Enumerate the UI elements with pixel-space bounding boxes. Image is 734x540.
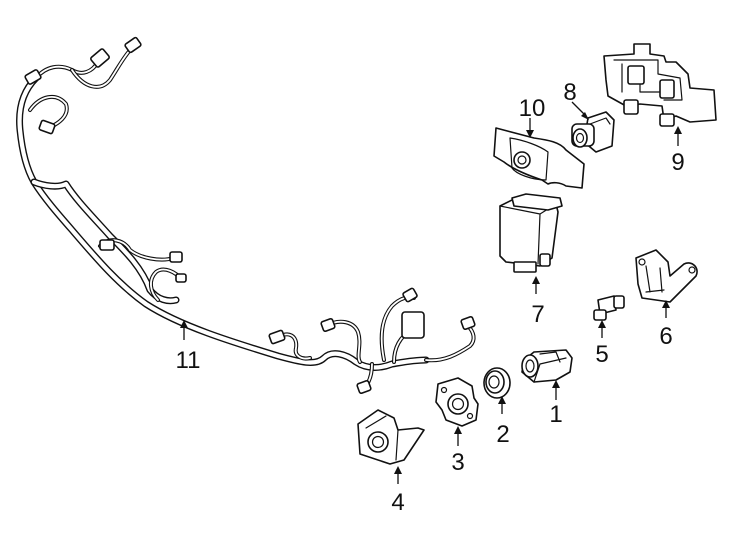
sensor-bracket-part xyxy=(435,377,479,427)
connector-icon xyxy=(24,36,476,394)
small-sensor-part xyxy=(593,295,625,321)
mounting-bracket-part xyxy=(635,249,698,303)
callout-6[interactable]: 6 xyxy=(659,323,672,350)
callout-5[interactable]: 5 xyxy=(595,341,608,368)
callout-11[interactable]: 11 xyxy=(176,347,201,374)
camera-cover-part xyxy=(493,127,585,189)
camera-part xyxy=(571,111,615,153)
callout-3[interactable]: 3 xyxy=(451,449,464,476)
callout-labels: 1 2 3 4 5 6 7 8 9 10 11 xyxy=(176,79,685,516)
callout-2[interactable]: 2 xyxy=(496,421,509,448)
sensor-ring-part xyxy=(483,367,511,399)
callout-1[interactable]: 1 xyxy=(549,401,562,428)
callout-4[interactable]: 4 xyxy=(391,489,404,516)
control-module-part xyxy=(499,193,563,273)
camera-bracket-part xyxy=(603,43,717,127)
callout-7[interactable]: 7 xyxy=(531,301,544,328)
sensor-housing-part xyxy=(357,409,425,465)
callout-9[interactable]: 9 xyxy=(671,149,684,176)
callout-8[interactable]: 8 xyxy=(563,79,576,106)
leader-lines xyxy=(180,101,682,484)
sensor-part xyxy=(521,349,573,383)
wiring-harness-part xyxy=(16,36,476,394)
callout-10[interactable]: 10 xyxy=(519,95,546,122)
